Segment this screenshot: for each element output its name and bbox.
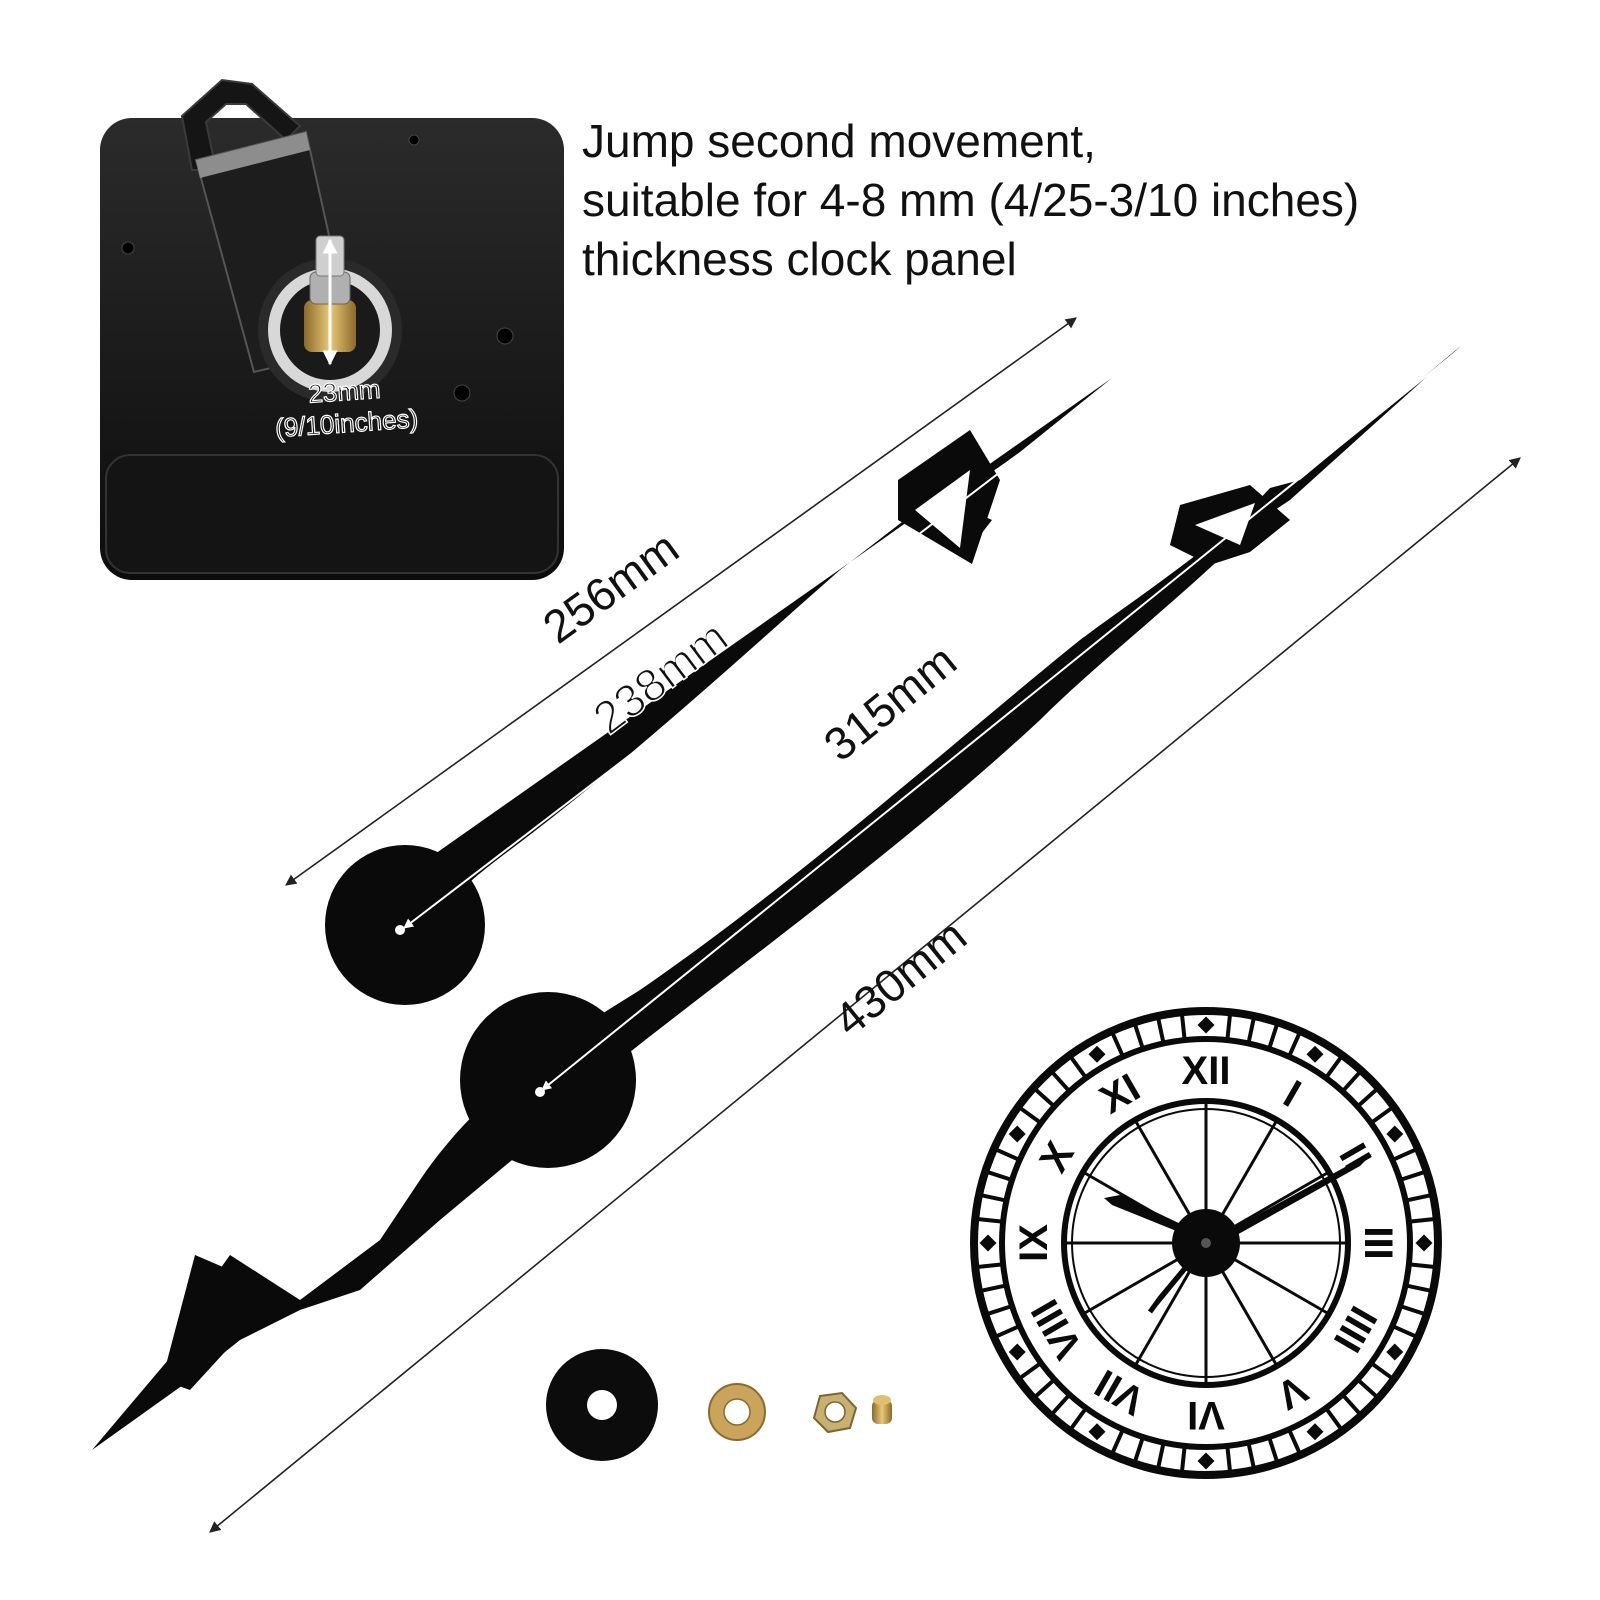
product-description: Jump second movement, suitable for 4-8 m… [582, 112, 1542, 289]
clock-hour-diamond [1415, 1234, 1433, 1252]
clock-numeral: XII [1182, 1049, 1231, 1093]
clock-numeral: V [1269, 1366, 1314, 1418]
description-line-2: suitable for 4-8 mm (4/25-3/10 inches) [582, 174, 1360, 226]
clock-minute-tick [1110, 1430, 1125, 1454]
clock-minute-tick [1325, 1408, 1343, 1431]
clock-minute-tick [1033, 1087, 1055, 1107]
clock-minute-tick [1246, 1444, 1256, 1469]
clock-minute-tick [1133, 1023, 1145, 1048]
clock-hands [1104, 1154, 1372, 1314]
clock-minute-tick [1342, 1394, 1362, 1416]
description-line-1: Jump second movement, [582, 115, 1096, 167]
clock-hour-diamond [1197, 1452, 1215, 1470]
clock-minute-tick [1179, 1014, 1187, 1039]
clock-minute-tick [1393, 1147, 1417, 1162]
clock-minute-tick [1033, 1379, 1055, 1399]
clock-minute-tick [1407, 1283, 1432, 1293]
clock-numeral: VI [1187, 1393, 1225, 1437]
clock-minute-tick [1287, 1032, 1302, 1056]
clock-minute-tick [1267, 1023, 1279, 1048]
clock-minute-tick [1179, 1447, 1187, 1472]
clock-minute-tick [1393, 1324, 1417, 1339]
clock-hour-diamond [1386, 1125, 1404, 1143]
clock-minute-tick [1050, 1070, 1070, 1092]
clock-numeral: X [1031, 1134, 1083, 1179]
clock-minute-tick [1018, 1106, 1041, 1124]
clock-minute-tick [1342, 1070, 1362, 1092]
clock-minute-tick [1069, 1055, 1087, 1078]
clock-hour-diamond [979, 1234, 997, 1252]
clock-minute-tick [1018, 1362, 1041, 1380]
clock-hour-diamond [1306, 1423, 1324, 1441]
clock-minute-tick [977, 1262, 1002, 1270]
rubber-washer [546, 1349, 658, 1461]
clock-hour-diamond [1197, 1016, 1215, 1034]
clock-minute-tick [1246, 1017, 1256, 1042]
clock-hour-diamond [1008, 1343, 1026, 1361]
clock-minute-tick [995, 1147, 1019, 1162]
clock-numeral: IX [1012, 1224, 1056, 1262]
dimension-line-430 [209, 457, 1521, 1533]
clock-minute-tick [1325, 1055, 1343, 1078]
clock-minute-tick [1357, 1379, 1379, 1399]
shaft-length-label: 23mm [307, 374, 381, 409]
clock-minute-tick [986, 1304, 1011, 1316]
cap-nut [872, 1395, 892, 1424]
clock-minute-tick [980, 1283, 1005, 1293]
hour-hand [325, 378, 1113, 1005]
clock-minute-tick [1357, 1087, 1379, 1107]
clock-numeral: XI [1093, 1066, 1148, 1123]
clock-hour-diamond [1386, 1343, 1404, 1361]
clock-minute-tick [1110, 1032, 1125, 1056]
clock-minute-tick [1410, 1262, 1435, 1270]
clock-minute-tick [1401, 1304, 1426, 1316]
clock-minute-tick [1267, 1438, 1279, 1463]
clock-minute-tick [995, 1324, 1019, 1339]
clock-minute-tick [977, 1216, 1002, 1224]
clock-minute-tick [1069, 1408, 1087, 1431]
clock-minute-tick [1050, 1394, 1070, 1416]
clock-minute-tick [980, 1193, 1005, 1203]
clock-hour-diamond [1008, 1125, 1026, 1143]
clock-movement: 23mm (9/10inches) [100, 78, 564, 580]
description-line-3: thickness clock panel [582, 233, 1017, 285]
clock-minute-tick [1401, 1170, 1426, 1182]
minute-hand [92, 345, 1462, 1450]
clock-minute-tick [1410, 1216, 1435, 1224]
clock-minute-tick [1407, 1193, 1432, 1203]
clock-minute-tick [1287, 1430, 1302, 1454]
clock-hour-diamond [1306, 1045, 1324, 1063]
clock-numeral: III [1356, 1226, 1400, 1259]
brass-washer [708, 1383, 766, 1441]
clock-minute-tick [1156, 1017, 1166, 1042]
clock-minute-tick [986, 1170, 1011, 1182]
clock-minute-tick [1156, 1444, 1166, 1469]
clock-hour-diamond [1088, 1045, 1106, 1063]
clock-minute-tick [1371, 1106, 1394, 1124]
clock-hour-diamond [1088, 1423, 1106, 1441]
clock-minute-tick [1225, 1447, 1233, 1472]
minute-hand-total-label: 430mm [824, 909, 976, 1046]
clock-minute-tick [1133, 1438, 1145, 1463]
hardware-parts [546, 1349, 892, 1461]
minute-hand-radius-label: 315mm [814, 634, 966, 771]
clock-minute-tick [1225, 1014, 1233, 1039]
clock-numeral: I [1276, 1072, 1308, 1116]
clock-minute-tick [1371, 1362, 1394, 1380]
hex-nut [812, 1391, 858, 1434]
